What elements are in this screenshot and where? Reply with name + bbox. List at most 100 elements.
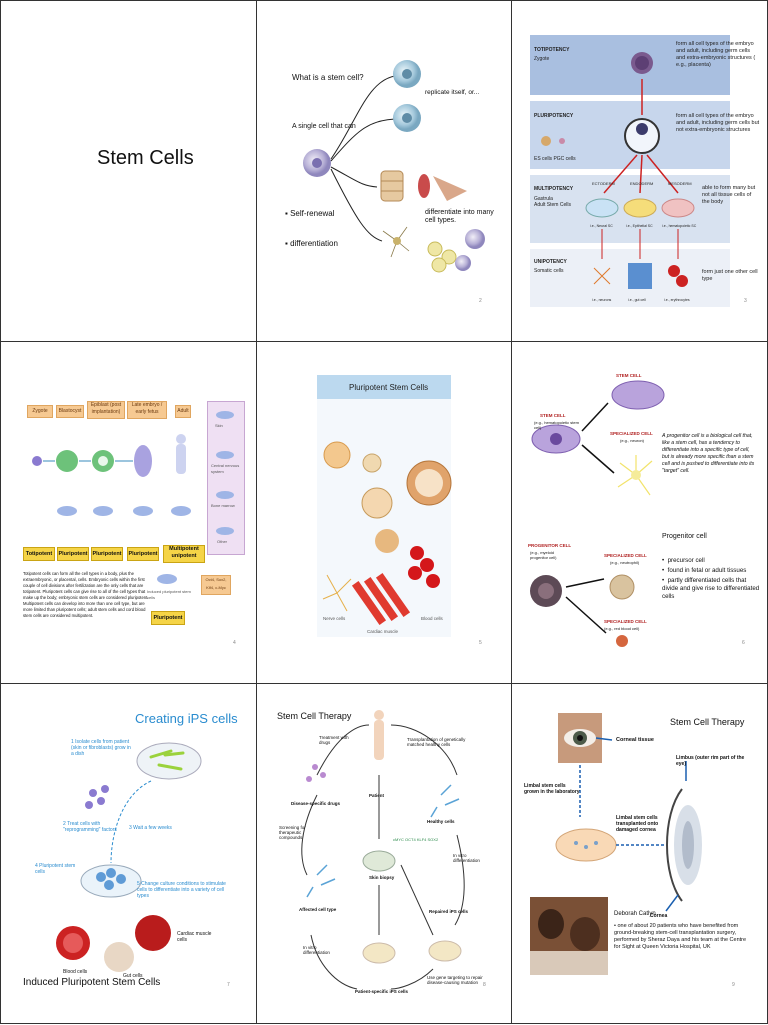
ips-label: Induced pluripotent stem cells <box>147 589 191 600</box>
germ-layer-label: ECTODERM <box>592 181 615 186</box>
example-label: i.e., neurons <box>592 298 612 302</box>
patient-bullet: • one of about 20 patients who have bene… <box>614 923 747 950</box>
therapy-cycle <box>301 710 465 990</box>
specialized-sub: (e.g., neutrophil) <box>610 560 640 565</box>
bullet-differentiation: ▪ differentiation <box>285 239 338 248</box>
bullet-self-renewal: ▪ Self-renewal <box>285 209 335 218</box>
level-sub: Zygote <box>534 56 550 62</box>
slide-8[interactable]: Stem Cell Therapy Patient Treatment with… <box>257 685 511 1025</box>
step-label: 5 Change culture conditions to stimulate… <box>137 881 226 899</box>
potency-badge: Totipotent <box>23 547 55 561</box>
level-sub: ES cells PGC cells <box>534 156 576 162</box>
cell-label: Nerve cells <box>323 616 346 621</box>
stage-label: Epiblast (post implantation) <box>87 401 125 419</box>
list-item: • partly differentiated cells that divid… <box>662 577 760 600</box>
figure-title: Pluripotent Stem Cells <box>349 383 429 392</box>
output-label: Cardiac muscle cells <box>177 931 212 943</box>
node-label: In vitro differentiation <box>453 853 480 863</box>
question: What is a stem cell? <box>292 73 364 82</box>
germ-layer-label: ENDODERM <box>630 181 654 186</box>
potency-badge: Multipotent unipotent <box>163 545 205 563</box>
page-number: 2 <box>479 298 482 304</box>
level-desc: form all cell types of the embryo and ad… <box>676 113 760 133</box>
figure-header <box>317 375 451 399</box>
slide-6[interactable]: STEM CELL STEM CELL (e.g., hematopoietic… <box>512 343 766 683</box>
slide-5[interactable]: Pluripotent Stem Cells Nerve cells Blood… <box>257 343 511 683</box>
page-number: 7 <box>227 982 230 988</box>
progenitor-definition: A progenitor cell is a biological cell t… <box>662 433 755 474</box>
factor-note: Oct4, Sox2, Klf4, c-Myc <box>201 575 231 595</box>
node-label: Treatment with drugs <box>319 735 349 745</box>
specialized-sub: (e.g., neuron) <box>620 438 645 443</box>
slide-footer-title: Induced Pluripotent Stem Cells <box>23 977 161 988</box>
cornea-label: Limbus (outer rim part of the eye) <box>676 755 745 767</box>
output-label: Blood cells <box>63 969 88 975</box>
tissue-label: Bone marrow <box>211 503 235 508</box>
germ-layer-label: MESODERM <box>668 181 692 186</box>
page-number: 6 <box>742 640 745 646</box>
stem-cell-diagram <box>303 60 485 273</box>
step-label: 1 Isolate cells from patient (skin or fi… <box>71 739 131 757</box>
slide-9[interactable]: Stem Cell Therapy Corneal tissue Limbal … <box>512 685 766 1025</box>
potency-definitions: Totipotent cells can form all the cell t… <box>23 571 149 618</box>
cornea-label: Cornea <box>650 913 668 919</box>
slide-1[interactable]: Stem Cells <box>1 1 255 341</box>
node-label: Use gene targeting to repair disease-cau… <box>427 975 483 985</box>
grid-col-divider-1 <box>256 0 257 1024</box>
slide-4[interactable]: Zygote Blastocyst Epiblast (post implant… <box>1 343 255 683</box>
stem-cell-label: STEM CELL <box>540 413 566 418</box>
node-label: Repaired iPS cells <box>429 909 469 914</box>
node-label: Skin biopsy <box>369 875 395 880</box>
example-label: i.e., gut cell <box>628 298 646 302</box>
cell-label: Cardiac muscle <box>367 629 399 634</box>
ips-diagram <box>56 742 202 972</box>
specialized-label: SPECIALIZED CELL <box>604 553 647 558</box>
example-label: i.e., Neural SC <box>590 224 613 228</box>
slide-2[interactable]: What is a stem cell? A single cell that … <box>257 1 511 341</box>
example-label: i.e., hematopoietic SC <box>662 224 697 228</box>
level-sub: Gastrula Adult Stem Cells <box>534 196 571 208</box>
grid-border-left <box>0 0 1 1024</box>
figure-title: Creating iPS cells <box>135 711 238 726</box>
example-label: i.e., erythrocytes <box>664 298 690 302</box>
level-title: PLURIPOTENCY <box>534 113 574 119</box>
patient-photo <box>530 897 608 975</box>
page-number: 4 <box>233 640 236 646</box>
tissue-label: Central nervous system <box>211 463 240 474</box>
slide-7[interactable]: Creating iPS cells 1 Isolate cells from … <box>1 685 255 1025</box>
progenitor-bullets: • precursor cell • found in fetal or adu… <box>662 557 762 601</box>
page-number: 9 <box>732 982 735 988</box>
stem-cell-sub: (e.g., hematopoietic stem cell) <box>534 420 579 430</box>
stage-label: Adult <box>175 405 191 418</box>
potency-badge: Pluripotent <box>127 547 159 561</box>
example-label: i.e., Epithelial SC <box>626 224 653 228</box>
grid-col-divider-2 <box>511 0 512 1024</box>
specialized-label: SPECIALIZED CELL <box>610 431 653 436</box>
tissue-label: Other <box>217 539 228 544</box>
grid-border-top <box>0 0 768 1</box>
list-item: • precursor cell <box>662 557 705 564</box>
step-label: 4 Pluripotent stem cells <box>35 863 76 875</box>
pluripotent-diagram <box>322 441 452 625</box>
cornea-label: Limbal stem cells transplanted onto dama… <box>616 815 659 833</box>
step-label: 3 Wait a few weeks <box>129 825 172 831</box>
slide-title: Stem Cell Therapy <box>670 717 745 727</box>
page-number: 3 <box>744 298 747 304</box>
progenitor-heading: Progenitor cell <box>662 533 707 540</box>
potency-badge: Pluripotent <box>91 547 123 561</box>
slide-3[interactable]: TOTIPOTENCY Zygote form all cell types o… <box>512 1 766 341</box>
specialized-sub: (e.g., red blood cell) <box>604 626 640 631</box>
cornea-label: Corneal tissue <box>616 737 654 743</box>
progenitor-diagram <box>530 380 665 647</box>
list-item: • found in fetal or adult tissues <box>662 567 747 574</box>
level-title: UNIPOTENCY <box>534 259 567 265</box>
stage-label: Blastocyst <box>56 405 84 418</box>
slide-title: Stem Cells <box>97 147 194 169</box>
potency-diagram <box>541 52 695 289</box>
node-label: Screening for therapeutic compounds <box>279 825 306 840</box>
single-cell-label: A single cell that can <box>292 123 356 130</box>
replicate-label: replicate itself, or... <box>425 89 480 96</box>
stage-label: Zygote <box>27 405 53 418</box>
slide-title: Stem Cell Therapy <box>277 711 352 721</box>
progenitor-sub: (e.g., myeloid progenitor cell) <box>530 550 557 560</box>
